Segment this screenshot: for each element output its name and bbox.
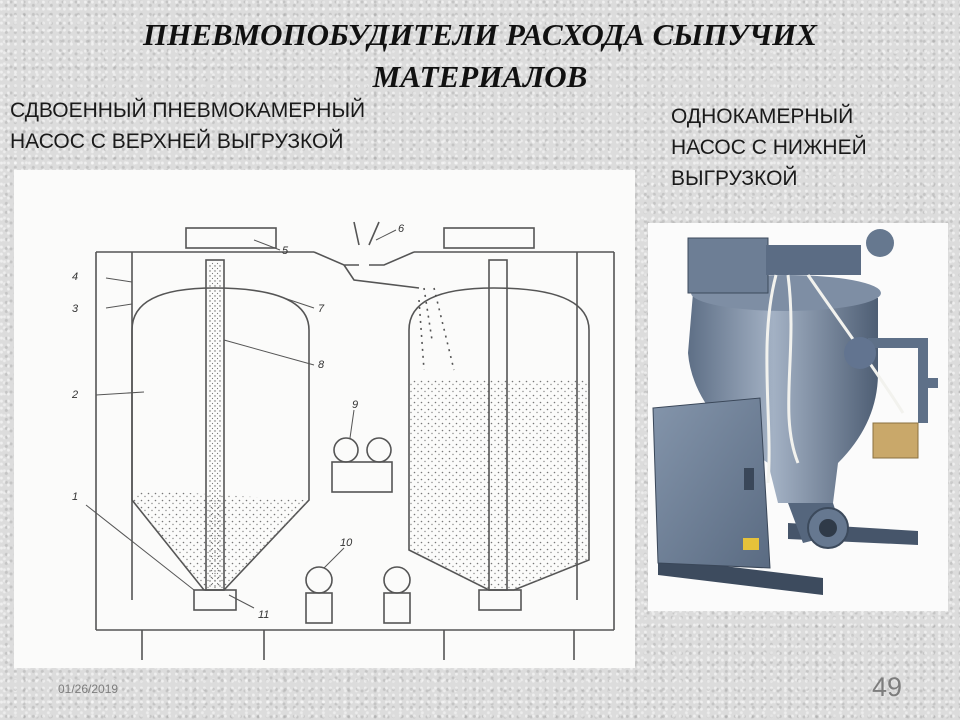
right-valve-block (443, 227, 535, 249)
callout-9: 9 (352, 399, 358, 411)
actuator (766, 245, 861, 275)
left-bottom-valve (193, 589, 237, 611)
footer-date: 01/26/2019 (58, 682, 119, 696)
callout-7: 7 (318, 303, 325, 315)
leader-2 (95, 391, 145, 396)
callout-5: 5 (282, 245, 289, 257)
regulator-assembly (872, 422, 919, 459)
base-rail-front (658, 558, 823, 595)
gauge-10-left (305, 566, 333, 594)
double-pump-diagram: 1 2 3 4 5 6 7 8 9 10 11 (14, 170, 635, 668)
gauge-10-right (383, 566, 411, 594)
leader-7 (283, 297, 315, 309)
single-pump-photo-svg (652, 229, 938, 595)
leader-4 (105, 277, 133, 283)
material-stream (418, 287, 455, 371)
switching-valve-lines (313, 251, 420, 289)
single-pump-photo (648, 223, 948, 611)
leader-5 (253, 239, 281, 251)
control-box (331, 461, 393, 493)
side-piping (868, 338, 938, 423)
regulator-right (383, 592, 411, 624)
callout-2: 2 (71, 389, 78, 401)
leader-11 (228, 594, 255, 609)
discharge-outlet (819, 519, 837, 537)
vessel-body (688, 279, 878, 503)
right-vessel-material (409, 380, 589, 590)
caption-double-pump: СДВОЕННЫЙ ПНЕВМОКАМЕРНЫЙ НАСОС С ВЕРХНЕЙ… (10, 99, 366, 153)
callout-8: 8 (318, 359, 325, 371)
regulator-left (305, 592, 333, 624)
callout-3: 3 (72, 303, 79, 315)
callout-10: 10 (340, 537, 353, 549)
warning-label (743, 538, 759, 550)
page-number: 49 (872, 672, 903, 702)
cabinet-latch (744, 468, 754, 490)
leader-10 (323, 547, 345, 569)
leader-1 (85, 504, 195, 591)
elbow-valve (866, 229, 894, 257)
switching-valve (353, 221, 380, 246)
callout-4: 4 (72, 271, 78, 283)
callout-6: 6 (398, 223, 405, 235)
caption-single-pump: ОДНОКАМЕРНЫЙ НАСОС С НИЖНЕЙ ВЫГРУЗКОЙ (671, 105, 867, 190)
leader-9 (349, 409, 355, 439)
callout-11: 11 (258, 609, 269, 621)
leader-8 (223, 339, 315, 366)
left-vessel (131, 287, 310, 591)
right-bottom-valve (478, 589, 522, 611)
slide-title: ПНЕВМОПОБУДИТЕЛИ РАСХОДА СЫПУЧИХ МАТЕРИА… (143, 17, 817, 94)
leader-6 (375, 229, 397, 241)
gauge-9-right (366, 437, 392, 463)
support-frame (96, 629, 614, 660)
right-vessel (408, 287, 590, 591)
left-valve-block (185, 227, 277, 249)
gauge-9-left (333, 437, 359, 463)
pipe-flange (844, 337, 876, 369)
double-pump-diagram-svg: 1 2 3 4 5 6 7 8 9 10 11 (71, 221, 615, 660)
front-cabinet (652, 397, 771, 569)
leader-3 (105, 303, 133, 309)
callout-1: 1 (72, 491, 78, 503)
top-control-box (687, 237, 769, 294)
